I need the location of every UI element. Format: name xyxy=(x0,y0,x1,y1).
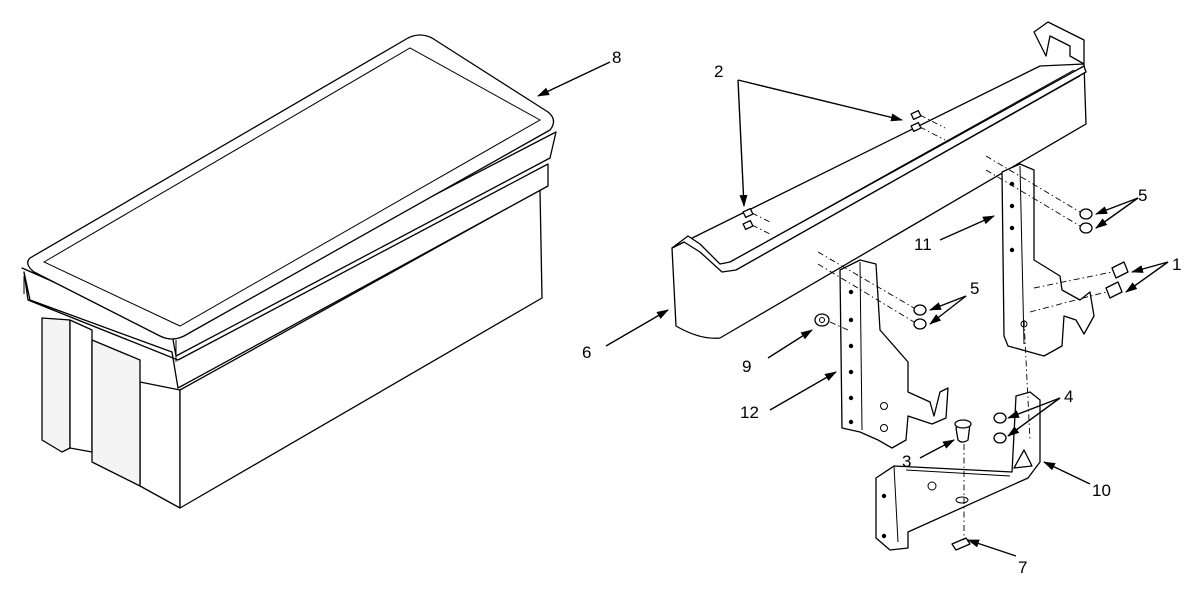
callout-2: 2 xyxy=(714,62,723,81)
battery-box xyxy=(21,34,557,509)
callout-6: 6 xyxy=(582,343,591,362)
callout-5-top: 5 xyxy=(1138,186,1147,205)
left-bracket xyxy=(839,259,949,449)
nuts-5 xyxy=(913,208,1093,330)
callout-7: 7 xyxy=(1018,558,1027,577)
callout-3: 3 xyxy=(902,452,911,471)
callout-8: 8 xyxy=(612,48,621,67)
bolts-2 xyxy=(742,109,922,231)
callout-labels: 1 2 3 4 5 5 6 7 8 9 10 11 12 xyxy=(582,48,1181,577)
callout-1: 1 xyxy=(1172,255,1181,274)
right-bracket xyxy=(1001,163,1095,357)
callout-12: 12 xyxy=(740,403,759,422)
leader-lines xyxy=(537,61,1169,557)
plug-3 xyxy=(954,419,972,443)
callout-5-mid: 5 xyxy=(970,279,979,298)
callout-4: 4 xyxy=(1064,387,1073,406)
bolts-1 xyxy=(1105,261,1129,299)
lower-bracket xyxy=(875,391,1041,551)
tray-cover xyxy=(671,21,1087,339)
callout-11: 11 xyxy=(914,235,932,254)
callout-10: 10 xyxy=(1092,481,1111,500)
callout-9: 9 xyxy=(742,357,751,376)
nuts-4 xyxy=(993,412,1007,444)
screw-9 xyxy=(814,313,830,327)
pin-7 xyxy=(951,537,971,551)
